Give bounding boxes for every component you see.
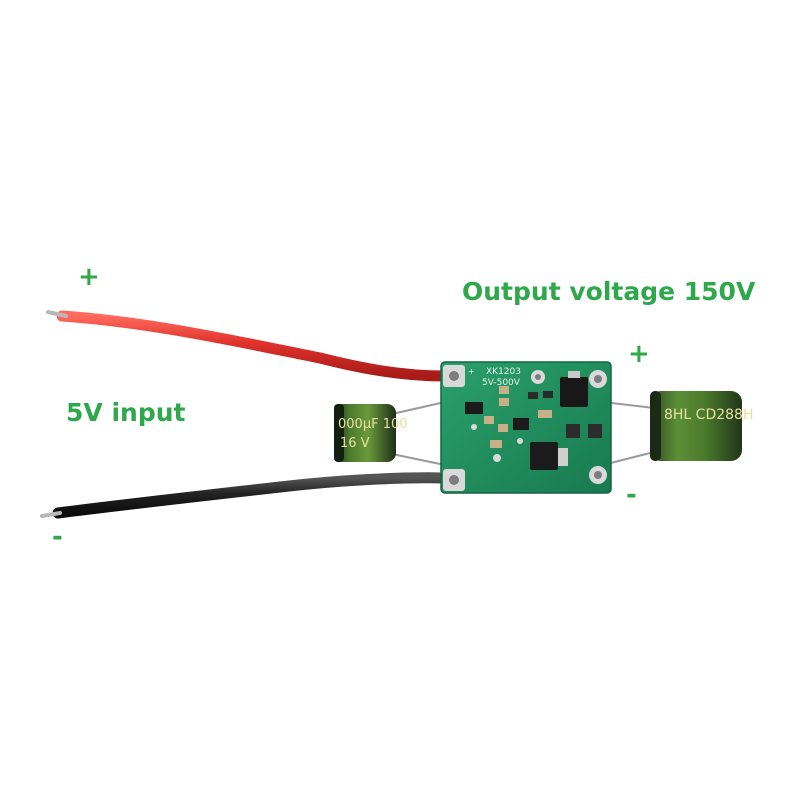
output-negative-label: - <box>626 480 637 510</box>
output-capacitor: 8HL CD288H <box>650 391 754 461</box>
output-capacitor-label: 8HL CD288H <box>664 407 754 423</box>
input-negative-label: - <box>52 522 63 552</box>
output-voltage-label: Output voltage 150V <box>462 277 756 306</box>
input-capacitor-label-1: 000μF 100 <box>338 417 408 432</box>
output-positive-label: + <box>628 339 650 369</box>
input-voltage-label: 5V input <box>66 398 186 427</box>
input-positive-label: + <box>78 262 100 292</box>
board-model-text: XK1203 <box>486 367 521 377</box>
input-capacitor: 000μF 100 16 V <box>334 404 408 462</box>
black-input-wire <box>40 472 452 519</box>
input-capacitor-label-2: 16 V <box>340 436 370 451</box>
pcb-board: + XK1203 5V-500V <box>440 361 612 494</box>
input-capacitor-leads <box>391 401 446 466</box>
smd-components <box>465 371 602 470</box>
board-plus-mark: + <box>468 367 475 376</box>
solder-pads <box>443 365 607 491</box>
board-range-text: 5V-500V <box>482 378 521 388</box>
red-input-wire <box>46 310 452 382</box>
